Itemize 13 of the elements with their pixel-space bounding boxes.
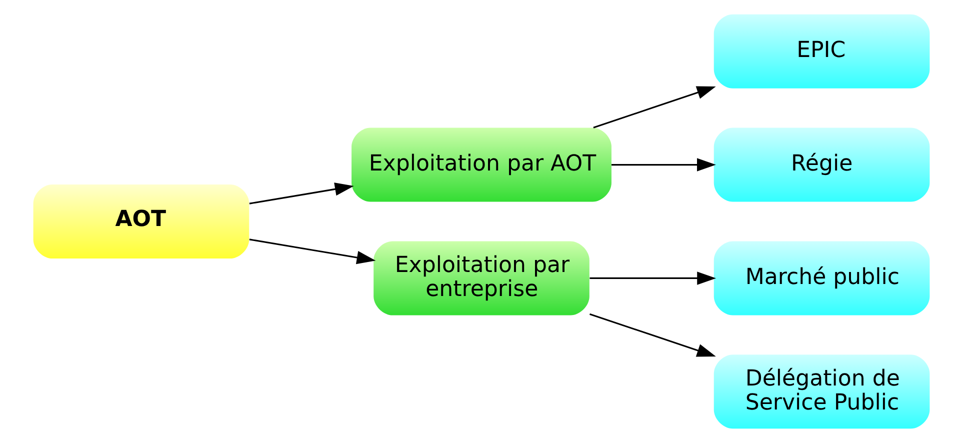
arrow [589, 272, 716, 285]
node-box: Délégation de Service Public [713, 354, 930, 429]
node-box: Régie [713, 128, 930, 202]
arrow [589, 313, 716, 357]
arrow [248, 182, 354, 204]
node-box: Exploitation par entreprise [373, 241, 589, 316]
arrow [610, 158, 716, 172]
node-box: AOT [32, 184, 249, 259]
node-box: Exploitation par AOT [351, 128, 611, 202]
arrow [592, 86, 716, 128]
arrow [248, 238, 376, 264]
node-box: Marché public [713, 241, 930, 316]
node-box: EPIC [713, 14, 930, 88]
